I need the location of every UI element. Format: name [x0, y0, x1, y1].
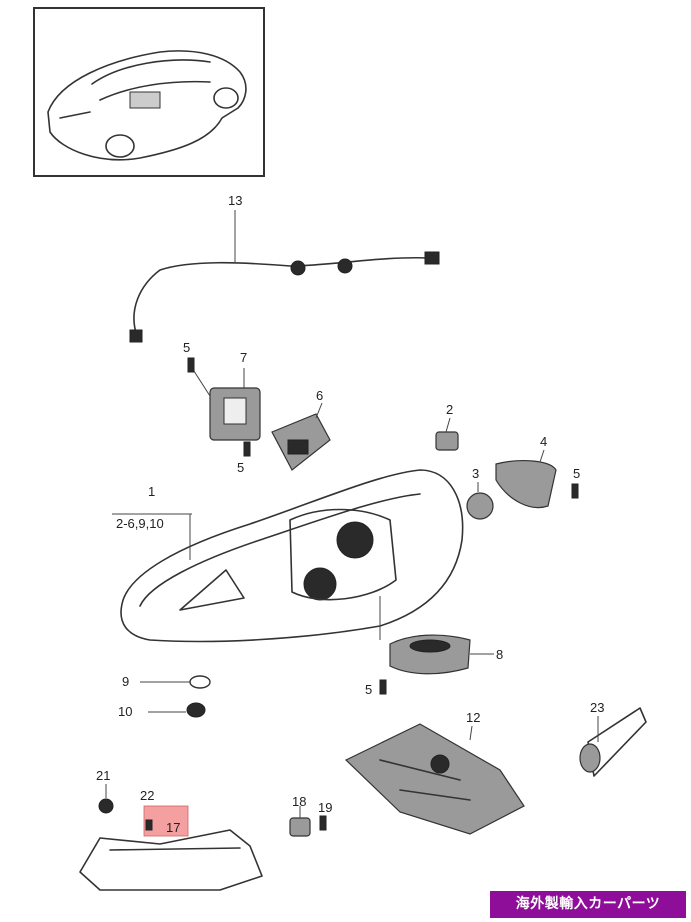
- callout-2: 2: [446, 402, 453, 417]
- vehicle-inset: [33, 7, 265, 177]
- screw-5a: [187, 357, 195, 373]
- callout-12: 12: [466, 710, 480, 725]
- callout-23: 23: [590, 700, 604, 715]
- callout-19: 19: [318, 800, 332, 815]
- drl-unit: [79, 784, 263, 891]
- callout-17: 17: [166, 820, 180, 835]
- screw-5b: [243, 441, 251, 457]
- side-marker: [579, 707, 647, 777]
- brand-banner: 海外製輸入カーパーツ: [490, 891, 686, 918]
- callout-7: 7: [240, 350, 247, 365]
- callout-18: 18: [292, 794, 306, 809]
- callout-5b: 5: [237, 460, 244, 475]
- control-unit: [191, 367, 261, 441]
- callout-5d: 5: [365, 682, 372, 697]
- leveling-motor: [379, 596, 494, 675]
- bulb: [435, 417, 459, 451]
- callout-6: 6: [316, 388, 323, 403]
- callout-13: 13: [228, 193, 242, 208]
- led-module: [271, 402, 331, 471]
- callout-21: 21: [96, 768, 110, 783]
- screw-5c: [571, 483, 579, 499]
- callout-5c: 5: [573, 466, 580, 481]
- wiring-harness: [129, 210, 440, 343]
- callout-4: 4: [540, 434, 547, 449]
- cover-cap: [495, 449, 557, 509]
- callout-22: 22: [140, 788, 154, 803]
- callout-10: 10: [118, 704, 132, 719]
- callout-1-sub: 2-6,9,10: [116, 516, 164, 531]
- callout-8: 8: [496, 647, 503, 662]
- clip-screw: [289, 806, 327, 837]
- callout-5a: 5: [183, 340, 190, 355]
- headlight-assembly: [112, 469, 464, 643]
- callout-9: 9: [122, 674, 129, 689]
- callout-1: 1: [148, 484, 155, 499]
- mounting-bracket: [344, 723, 525, 835]
- highlight-box: [143, 805, 189, 837]
- socket: [466, 482, 494, 520]
- seal-grommet: [140, 675, 211, 718]
- screw-5d: [379, 679, 387, 695]
- callout-3: 3: [472, 466, 479, 481]
